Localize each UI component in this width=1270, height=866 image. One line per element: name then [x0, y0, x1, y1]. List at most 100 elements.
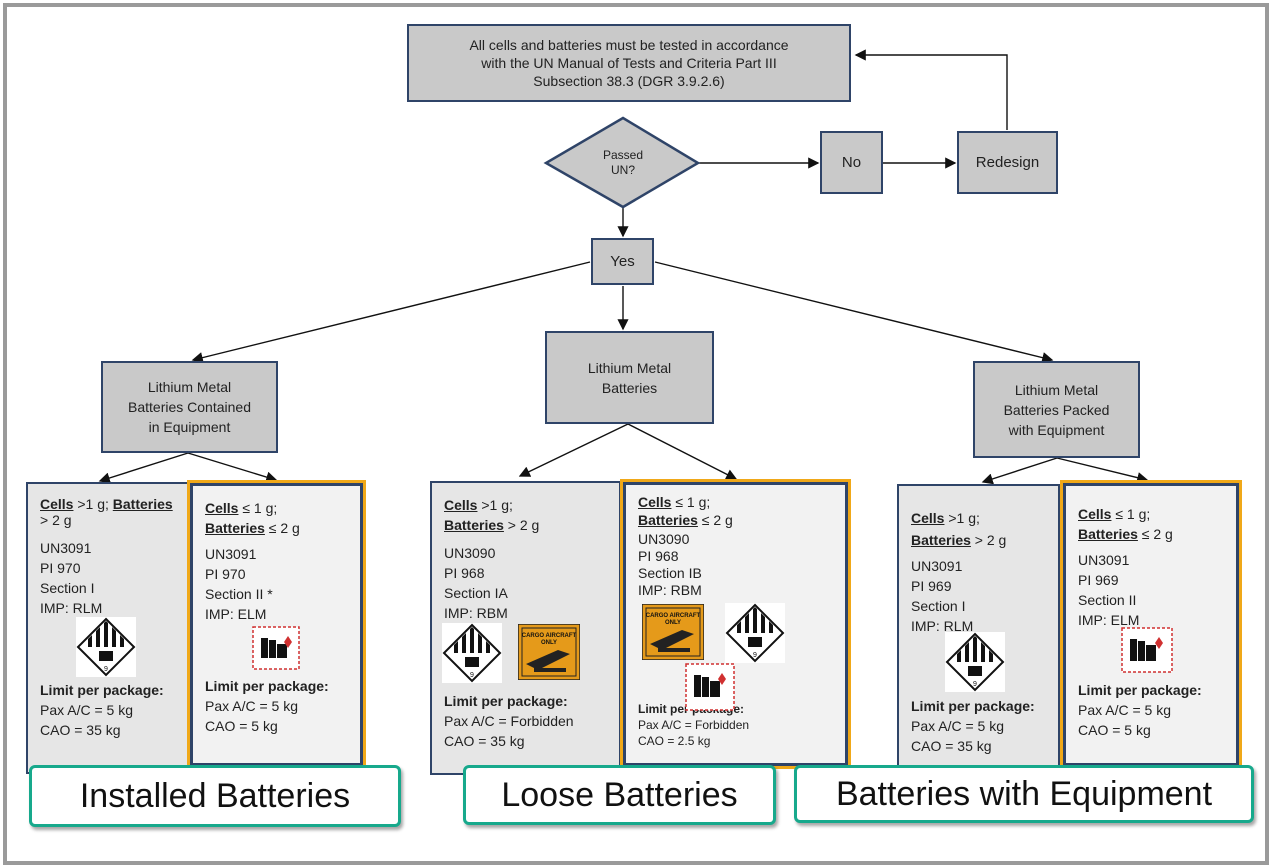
redesign-box: Redesign	[957, 131, 1058, 194]
cargo-aircraft-only-label-icon: CARGO AIRCRAFT ONLY	[518, 624, 580, 680]
panel-packing-instruction: PI 970	[205, 566, 246, 582]
category-contained-line-2: Batteries Contained	[128, 399, 251, 415]
panel-imp-code: IMP: RBM	[444, 605, 508, 621]
panel-imp-code: IMP: RBM	[638, 582, 702, 598]
arrow-loose-split-left	[518, 423, 629, 477]
panel-packing-instruction: PI 968	[444, 565, 485, 581]
arrow-loose-split-right	[627, 423, 738, 480]
svg-text:CARGO AIRCRAFT: CARGO AIRCRAFT	[646, 613, 701, 619]
loose-batteries-callout: Loose Batteries	[463, 765, 776, 825]
decision-line-1: Passed	[602, 148, 644, 162]
batteries-with-equipment-label: Batteries with Equipment	[835, 774, 1213, 813]
installed-batteries-label: Installed Batteries	[79, 776, 351, 815]
top-line-3: Subsection 38.3 (DGR 3.9.2.6)	[533, 73, 725, 89]
category-loose-line-2: Batteries	[601, 379, 658, 396]
panel-un-number: UN3090	[638, 531, 690, 547]
decision-diamond	[543, 116, 701, 209]
panel-section: Section I	[911, 598, 966, 614]
category-packed-line-3: with Equipment	[1008, 421, 1105, 438]
yes-label: Yes	[610, 252, 635, 270]
svg-text:ONLY: ONLY	[541, 640, 557, 646]
panel-un-number: UN3091	[911, 558, 963, 574]
redesign-label: Redesign	[975, 153, 1040, 171]
panel-batteries-line: Batteries > 2 g	[444, 517, 540, 533]
loose-batteries-label: Loose Batteries	[501, 775, 738, 814]
panel-packing-instruction: PI 969	[1078, 572, 1119, 588]
category-contained-line-3: in Equipment	[148, 419, 231, 435]
arrow-packed-split-right	[1056, 457, 1149, 484]
top-line-1: All cells and batteries must be tested i…	[469, 37, 789, 53]
panel-cao-limit: CAO = 35 kg	[911, 738, 992, 754]
panel-limit-heading: Limit per package:	[1078, 682, 1202, 698]
panel-cells-line: Cells >1 g;	[911, 510, 980, 526]
category-loose-line-1: Lithium Metal	[587, 359, 672, 376]
panel-batteries-line: Batteries ≤ 2 g	[1078, 526, 1173, 542]
panel-un-number: UN3091	[1078, 552, 1130, 568]
panel-contained-section-ii: Cells ≤ 1 g; Batteries ≤ 2 g UN3091 PI 9…	[190, 483, 363, 766]
panel-cells-line: Cells >1 g; Batteries> 2 g	[40, 496, 173, 528]
lithium-battery-mark-icon	[685, 663, 735, 711]
class9-hazard-label-icon: 9	[945, 632, 1005, 692]
panel-section: Section II	[1078, 592, 1137, 608]
decision-line-2: UN?	[610, 163, 635, 177]
panel-cells-line: Cells ≤ 1 g;	[638, 494, 711, 510]
category-contained-box: Lithium Metal Batteries Contained in Equ…	[101, 361, 278, 453]
arrow-contained-split-right	[187, 452, 278, 483]
svg-text:ONLY: ONLY	[665, 620, 681, 626]
top-line-2: with the UN Manual of Tests and Criteria…	[481, 55, 777, 71]
lithium-battery-mark-icon	[252, 626, 300, 670]
panel-cao-limit: CAO = 5 kg	[205, 718, 278, 734]
svg-text:9: 9	[104, 666, 108, 673]
panel-cells-line: Cells >1 g;	[444, 497, 513, 513]
panel-cao-limit: CAO = 2.5 kg	[638, 734, 711, 748]
category-packed-line-1: Lithium Metal	[1014, 381, 1099, 398]
panel-imp-code: IMP: RLM	[911, 618, 974, 634]
panel-section: Section IA	[444, 585, 508, 601]
panel-pax-limit: Pax A/C = 5 kg	[40, 702, 133, 718]
batteries-with-equipment-callout: Batteries with Equipment	[794, 765, 1254, 823]
panel-un-number: UN3091	[40, 540, 92, 556]
panel-contained-section-i: Cells >1 g; Batteries> 2 g UN3091 PI 970…	[26, 482, 189, 774]
panel-imp-code: IMP: RLM	[40, 600, 103, 616]
panel-limit-heading: Limit per package:	[638, 702, 744, 716]
panel-packed-section-ii: Cells ≤ 1 g; Batteries ≤ 2 g UN3091 PI 9…	[1063, 483, 1239, 766]
svg-text:9: 9	[753, 652, 757, 659]
panel-un-number: UN3091	[205, 546, 257, 562]
no-label: No	[841, 153, 862, 171]
panel-imp-code: IMP: ELM	[1078, 612, 1140, 628]
panel-packing-instruction: PI 970	[40, 560, 81, 576]
installed-batteries-callout: Installed Batteries	[29, 765, 401, 827]
class9-hazard-label-icon: 9	[76, 617, 136, 677]
arrow-contained-split-left	[98, 452, 189, 484]
yes-box: Yes	[591, 238, 654, 285]
panel-pax-limit: Pax A/C = 5 kg	[205, 698, 298, 714]
panel-cao-limit: CAO = 35 kg	[40, 722, 121, 738]
category-contained-line-1: Lithium Metal	[147, 379, 232, 395]
panel-packed-section-i: Cells >1 g; Batteries > 2 g UN3091 PI 96…	[897, 484, 1060, 768]
panel-cao-limit: CAO = 35 kg	[444, 733, 525, 749]
panel-section: Section I	[40, 580, 95, 596]
class9-hazard-label-icon: 9	[442, 623, 502, 683]
arrow-packed-split-left	[981, 457, 1058, 485]
svg-text:9: 9	[973, 681, 977, 688]
panel-limit-heading: Limit per package:	[40, 682, 164, 698]
panel-cells-line: Cells ≤ 1 g;	[1078, 506, 1151, 522]
panel-un-number: UN3090	[444, 545, 496, 561]
panel-pax-limit: Pax A/C = Forbidden	[638, 718, 750, 732]
panel-section: Section IB	[638, 565, 702, 581]
category-loose-box: Lithium Metal Batteries	[545, 331, 714, 424]
lithium-battery-mark-icon	[1121, 627, 1173, 673]
top-requirement-box: All cells and batteries must be tested i…	[407, 24, 851, 102]
panel-pax-limit: Pax A/C = 5 kg	[1078, 702, 1171, 718]
panel-pax-limit: Pax A/C = 5 kg	[911, 718, 1004, 734]
panel-limit-heading: Limit per package:	[205, 678, 329, 694]
svg-text:9: 9	[470, 672, 474, 679]
arrow-yes-to-contained	[191, 261, 591, 364]
panel-batteries-line: Batteries ≤ 2 g	[205, 520, 300, 536]
class9-hazard-label-icon: 9	[725, 603, 785, 663]
panel-batteries-line: Batteries > 2 g	[911, 532, 1007, 548]
panel-packing-instruction: PI 968	[638, 548, 679, 564]
panel-limit-heading: Limit per package:	[911, 698, 1035, 714]
svg-text:CARGO AIRCRAFT: CARGO AIRCRAFT	[522, 633, 577, 639]
